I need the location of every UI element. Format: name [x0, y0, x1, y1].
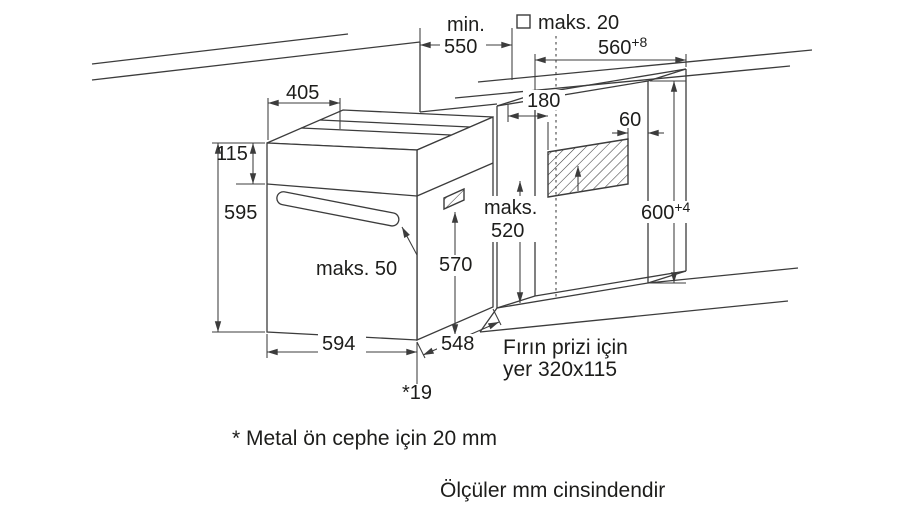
oven-top-recess-line-2: [319, 119, 471, 128]
label-maks20: maks. 20: [538, 12, 619, 34]
units-note: Ölçüler mm cinsindendir: [440, 479, 665, 502]
counter-back-edge-upper: [91, 33, 349, 65]
label-560: 560+8: [598, 34, 648, 59]
oven: [266, 109, 494, 341]
label-60: 60: [619, 109, 641, 131]
label-405: 405: [286, 82, 319, 104]
socket-area: [547, 138, 629, 198]
oven-control-panel-line: [266, 183, 418, 197]
dim-handle-arrow: [401, 226, 418, 256]
label-maks: maks.: [484, 197, 537, 219]
label-550: 550: [444, 36, 477, 58]
mask-520: [480, 196, 544, 242]
label-594: 594: [322, 333, 355, 355]
metal-front-note: * Metal ön cephe için 20 mm: [232, 427, 497, 450]
niche-floor-right-edge: [647, 270, 687, 284]
label-min: min.: [447, 14, 485, 36]
counter-back-edge-lower: [91, 41, 421, 81]
oven-side-vent-rect: [443, 187, 465, 211]
label-570: 570: [439, 254, 472, 276]
mask-180: [523, 90, 565, 110]
label-595: 595: [224, 202, 257, 224]
oven-top-recess-line-1: [300, 127, 452, 136]
square-symbol-icon: [516, 14, 531, 29]
niche-ceiling-back-edge: [534, 68, 687, 95]
counter-underside-edge: [419, 103, 498, 113]
label-115: 115: [216, 143, 248, 165]
oven-front-face: [266, 142, 418, 341]
niche-floor-left-edge: [496, 295, 536, 309]
oven-control-panel-side-line: [416, 162, 494, 197]
niche-floor-back-edge: [534, 270, 687, 297]
socket-note-line2: yer 320x115: [503, 358, 617, 381]
mask-550: [440, 36, 486, 56]
mask-600: [637, 201, 707, 223]
worktop-front-edge: [454, 65, 791, 99]
ext-548-front: [416, 341, 426, 359]
mask-594: [318, 334, 366, 354]
niche-ceiling-right-edge: [647, 68, 687, 82]
oven-door-handle: [276, 191, 400, 227]
mask-maks50: [309, 258, 407, 280]
cabinet-bottom-front-edge: [479, 300, 789, 333]
dimension-labels: min. 550 maks. 20 560+8 405 180 60 115 5…: [216, 12, 691, 404]
worktop-back-edge: [477, 49, 813, 83]
mask-548: [437, 334, 487, 354]
mask-570: [435, 255, 477, 276]
label-600: 600+4: [641, 199, 691, 224]
niche-bottom-front-edge: [496, 282, 649, 309]
label-masks: [309, 36, 707, 354]
label-548: 548: [441, 333, 474, 355]
cabinet-outline: [91, 33, 813, 333]
label-520: 520: [491, 220, 524, 242]
label-180: 180: [527, 90, 560, 112]
socket-hatched-rect: [547, 138, 629, 198]
socket-note-line1: Fırın prizi için: [503, 336, 628, 359]
ext-548-back: [492, 308, 502, 326]
niche-top-front-edge: [496, 80, 649, 107]
label-star19: *19: [402, 382, 432, 404]
label-maks50: maks. 50: [316, 258, 397, 280]
notes: Fırın prizi için yer 320x115 * Metal ön …: [232, 336, 665, 502]
